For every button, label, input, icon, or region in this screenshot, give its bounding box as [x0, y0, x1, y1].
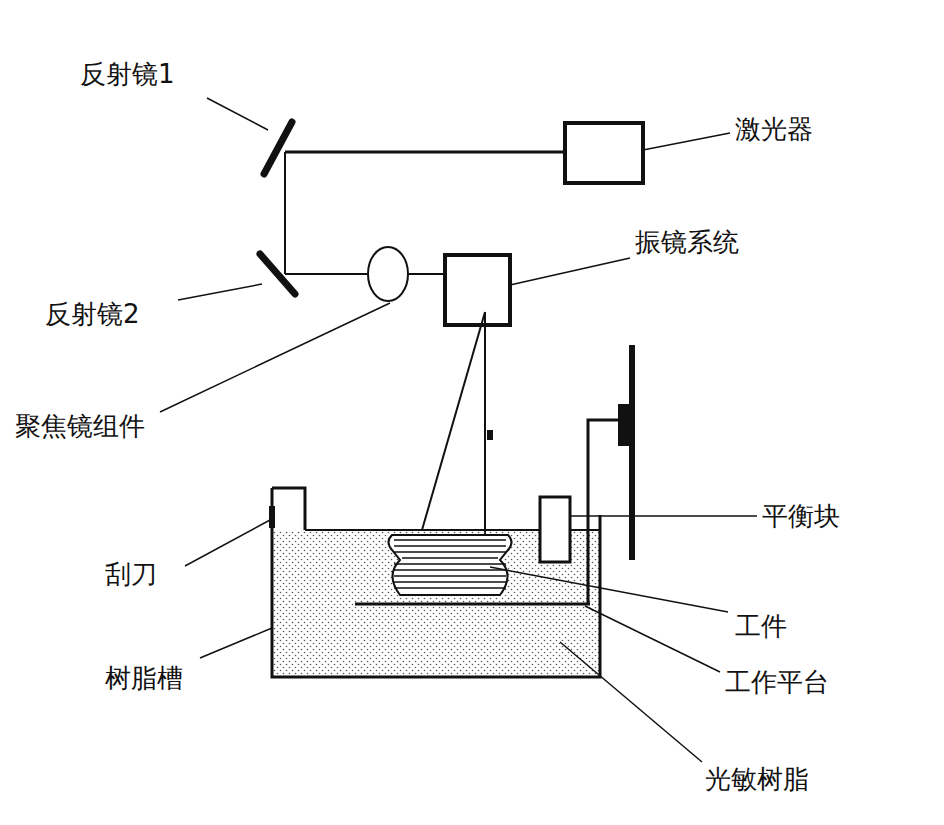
laser-box: [565, 123, 643, 183]
tick: [487, 430, 493, 440]
laser-beam: [285, 273, 368, 275]
workpiece-layer: [402, 557, 498, 559]
laser-beam: [285, 151, 565, 154]
part-label: 刮刀: [105, 560, 157, 589]
workpiece-layer: [394, 545, 506, 547]
resin-tank: [272, 488, 600, 677]
galvo-box: [445, 255, 510, 325]
workpiece-layer: [394, 539, 506, 541]
focus-lens: [368, 247, 408, 301]
scan-beam: [422, 312, 485, 530]
part-label: 振镜系统: [635, 228, 739, 257]
workpiece-layer: [394, 569, 506, 571]
part-label: 工作平台: [725, 668, 829, 697]
workpiece-layer: [394, 581, 506, 583]
part-label: 反射镜1: [80, 60, 175, 89]
part-label: 反射镜2: [45, 300, 140, 329]
workpiece: [389, 535, 512, 595]
slider: [619, 405, 628, 445]
workpiece-layer: [394, 551, 506, 553]
mirror-1: [264, 122, 292, 174]
balance-block: [540, 497, 570, 562]
part-label: 平衡块: [762, 502, 840, 531]
part-label: 激光器: [735, 115, 813, 144]
scraper-blade: [269, 506, 275, 528]
part-label: 工件: [735, 612, 787, 641]
workpiece-layer: [394, 587, 506, 589]
laser-beam: [284, 152, 286, 274]
part-label: 树脂槽: [105, 664, 183, 693]
workpiece-layer: [394, 575, 506, 577]
scraper: [272, 488, 305, 530]
scan-beam: [484, 312, 486, 548]
elevator-arm: [588, 420, 619, 605]
leader-lines: [160, 98, 757, 762]
laser-beam: [408, 273, 445, 275]
rail: [629, 345, 635, 560]
work-platform: [355, 603, 590, 606]
workpiece-layer: [394, 563, 506, 565]
part-label: 光敏树脂: [705, 765, 809, 794]
part-label: 聚焦镜组件: [15, 412, 145, 441]
